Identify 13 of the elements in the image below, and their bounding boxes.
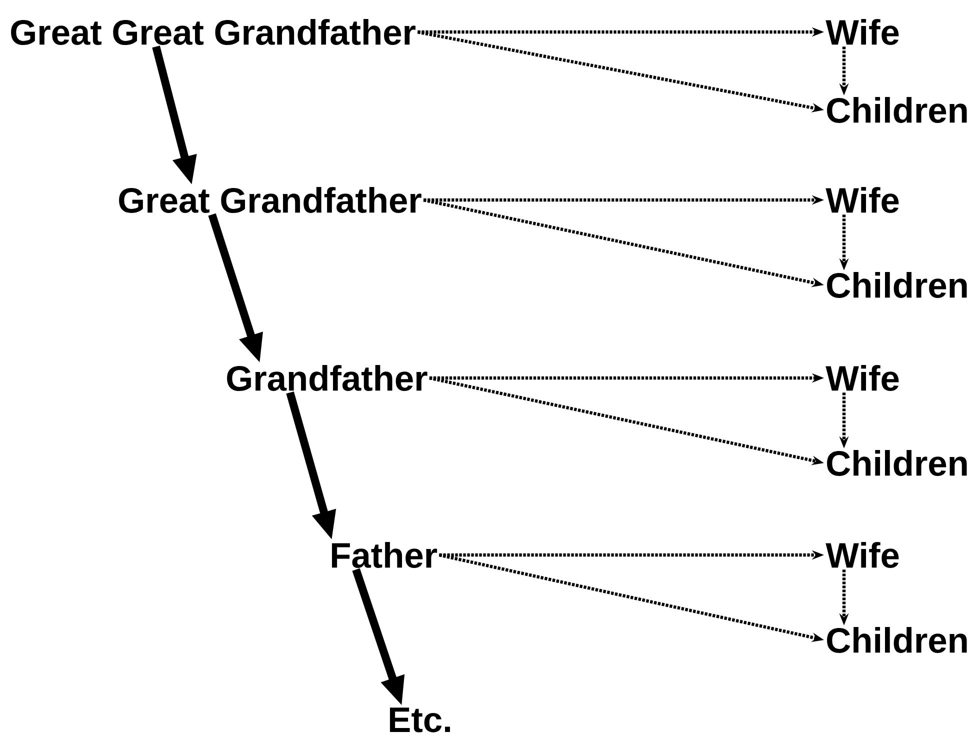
name-label: Great Great Grandfather	[11, 19, 416, 45]
name-label: Wife	[826, 365, 899, 391]
name-label: Etc.	[390, 708, 450, 732]
name-label: Grandfather	[227, 365, 428, 391]
name-label: Wife	[826, 19, 899, 45]
name-label: Children	[827, 450, 967, 476]
name-label: Wife	[826, 542, 899, 568]
name-label: Father	[332, 542, 438, 568]
name-label: Children	[827, 97, 967, 123]
name-label: Children	[827, 272, 967, 298]
name-label: Children	[827, 627, 967, 653]
name-label: Wife	[826, 187, 899, 213]
name-label: Great Grandfather	[119, 187, 422, 213]
